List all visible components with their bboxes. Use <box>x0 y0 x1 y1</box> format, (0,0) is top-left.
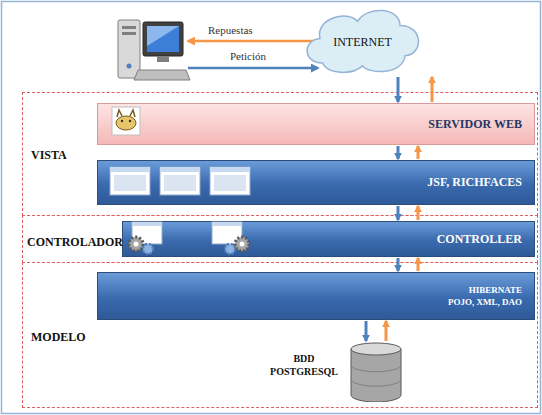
layer-label: VISTA <box>31 148 67 163</box>
flow-arrow <box>397 77 400 102</box>
flow-arrow <box>417 206 420 220</box>
database-cylinder: BDD POSTGRESQL <box>350 342 402 402</box>
request-arrow <box>188 67 318 70</box>
flow-arrow <box>417 258 420 271</box>
layer-region: HIBERNATEPOJO, XML, DAO BDD POSTGRESQL MOD… <box>22 262 538 408</box>
flow-arrow <box>397 146 400 159</box>
layer-region: SERVIDOR WEB JSF, RICHFACES VISTA <box>22 92 538 216</box>
node-label: INTERNET <box>333 35 392 50</box>
request-label: Petición <box>230 50 266 62</box>
node-label: POJO, XML, DAO <box>448 296 522 308</box>
node-label: HIBERNATE <box>469 284 522 296</box>
tomcat-icon <box>112 107 140 135</box>
web-server-band: SERVIDOR WEB <box>97 103 535 145</box>
window-icons <box>110 167 250 195</box>
controller-band: CONTROLLER <box>122 221 535 257</box>
flow-arrow <box>417 146 420 159</box>
layer-label: CONTROLADOR <box>27 235 123 250</box>
node-label: CONTROLLER <box>437 232 522 247</box>
flow-arrow <box>397 206 400 220</box>
flow-arrow <box>385 321 388 341</box>
layer-region: CONTROLLER CONTROLADOR <box>22 215 538 263</box>
node-label: JSF, RICHFACES <box>427 175 522 190</box>
internet-cloud: INTERNET <box>300 4 425 76</box>
flow-arrow <box>431 77 434 102</box>
cylinder-shape <box>350 342 402 402</box>
hibernate-band: HIBERNATEPOJO, XML, DAO <box>97 272 535 320</box>
controller-icons <box>129 222 249 254</box>
flow-arrow <box>397 258 400 271</box>
computer-icon <box>118 20 190 80</box>
layer-label: MODELO <box>31 330 86 345</box>
response-arrow <box>188 40 318 43</box>
flow-arrow <box>365 321 368 341</box>
node-label: BDD POSTGRESQL <box>264 352 344 378</box>
node-label: SERVIDOR WEB <box>428 117 522 132</box>
response-label: Repuestas <box>208 24 253 36</box>
